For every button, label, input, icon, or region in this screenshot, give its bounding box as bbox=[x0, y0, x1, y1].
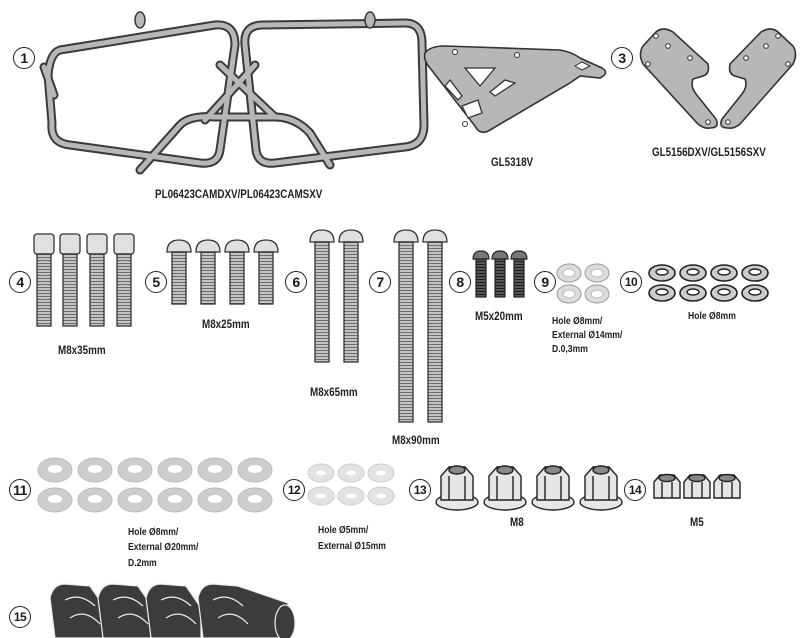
socket-cap-screws-illustration bbox=[33, 233, 135, 327]
part-label-3: GL5156DXV/GL5156SXV bbox=[652, 145, 766, 159]
part-label-gl5318v: GL5318V bbox=[491, 155, 534, 169]
button-screws-short-illustration bbox=[166, 239, 279, 305]
part-label-11-line-2: External Ø20mm/ bbox=[128, 541, 199, 553]
part-number-badge-7: 7 bbox=[369, 271, 391, 293]
m5-screws-illustration bbox=[472, 250, 528, 298]
button-screws-65-illustration bbox=[309, 229, 364, 363]
part-label-14: M5 bbox=[690, 515, 704, 529]
lock-nuts-illustration bbox=[653, 473, 741, 499]
part-label-6: M8x65mm bbox=[310, 385, 358, 399]
part-label-11-line-1: Hole Ø8mm/ bbox=[128, 526, 179, 538]
part-label-9-line-1: Hole Ø8mm/ bbox=[552, 315, 603, 327]
spring-washers-illustration bbox=[648, 264, 769, 302]
flange-nuts-illustration bbox=[435, 465, 623, 511]
part-label-12-line-2: External Ø15mm bbox=[318, 540, 386, 552]
part-number-badge-13: 13 bbox=[409, 479, 431, 501]
part-label-7: M8x90mm bbox=[392, 433, 440, 447]
part-label-9-line-3: D.0,3mm bbox=[552, 343, 588, 355]
part-number-badge-8: 8 bbox=[449, 271, 471, 293]
part-number-badge-10: 10 bbox=[620, 271, 642, 293]
bracket-plate-illustration bbox=[423, 45, 607, 134]
small-washers-illustration bbox=[307, 463, 395, 506]
bracket-pair-illustration bbox=[639, 28, 797, 129]
part-number-badge-11: 11 bbox=[9, 479, 31, 501]
part-number-badge-3: 3 bbox=[611, 47, 633, 69]
part-number-badge-5: 5 bbox=[145, 271, 167, 293]
thin-washers-illustration bbox=[556, 263, 610, 304]
part-label-11-line-3: D.2mm bbox=[128, 557, 157, 569]
part-number-badge-12: 12 bbox=[283, 479, 305, 501]
flat-washers-illustration bbox=[37, 457, 273, 513]
rubber-spacers-illustration bbox=[49, 583, 296, 638]
part-label-1: PL06423CAMDXV/PL06423CAMSXV bbox=[155, 187, 323, 201]
part-number-badge-15: 15 bbox=[9, 606, 31, 628]
part-label-4: M8x35mm bbox=[58, 343, 106, 357]
part-number-badge-6: 6 bbox=[285, 271, 307, 293]
part-label-13: M8 bbox=[510, 515, 524, 529]
part-number-badge-4: 4 bbox=[9, 271, 31, 293]
part-number-badge-9: 9 bbox=[534, 271, 556, 293]
part-label-12-line-1: Hole Ø5mm/ bbox=[318, 524, 369, 536]
part-number-badge-1: 1 bbox=[13, 47, 35, 69]
part-number-badge-14: 14 bbox=[624, 479, 646, 501]
part-label-10: Hole Ø8mm bbox=[688, 310, 736, 322]
button-screws-90-illustration bbox=[393, 229, 448, 423]
part-label-9-line-2: External Ø14mm/ bbox=[552, 329, 623, 341]
side-frames-illustration bbox=[39, 11, 429, 175]
part-label-8: M5x20mm bbox=[475, 309, 523, 323]
part-label-5: M8x25mm bbox=[202, 317, 250, 331]
